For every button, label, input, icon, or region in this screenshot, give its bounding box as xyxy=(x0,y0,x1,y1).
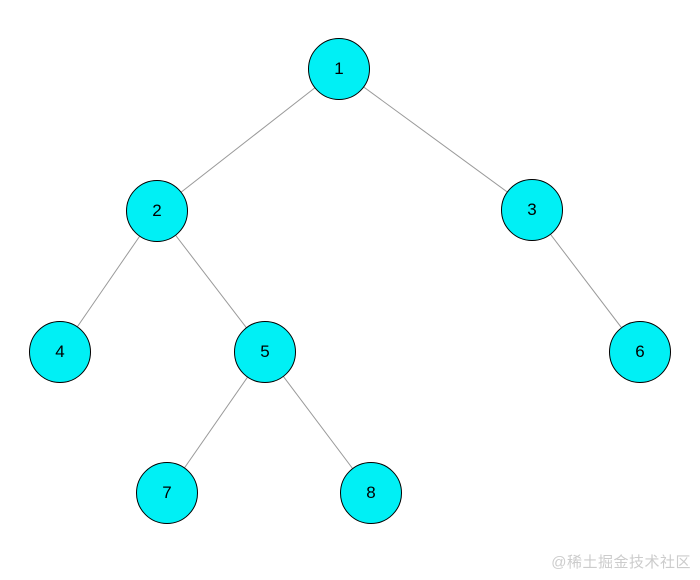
tree-edge-1-3 xyxy=(338,68,533,211)
tree-node-label: 1 xyxy=(334,59,344,78)
tree-node-3: 3 xyxy=(501,179,563,241)
tree-node-label: 8 xyxy=(366,483,376,502)
tree-node-label: 5 xyxy=(260,342,270,361)
tree-node-8: 8 xyxy=(340,462,402,524)
tree-node-label: 6 xyxy=(635,342,645,361)
tree-node-label: 4 xyxy=(55,342,65,361)
tree-node-label: 3 xyxy=(527,200,537,219)
tree-node-6: 6 xyxy=(609,321,671,383)
tree-node-7: 7 xyxy=(136,462,198,524)
tree-node-5: 5 xyxy=(234,321,296,383)
tree-edge-1-2 xyxy=(156,68,340,212)
tree-node-1: 1 xyxy=(308,38,370,100)
tree-node-4: 4 xyxy=(29,321,91,383)
tree-node-label: 7 xyxy=(162,483,172,502)
tree-node-label: 2 xyxy=(152,201,162,220)
tree-node-2: 2 xyxy=(126,180,188,242)
watermark-text: @稀土掘金技术社区 xyxy=(551,554,691,571)
